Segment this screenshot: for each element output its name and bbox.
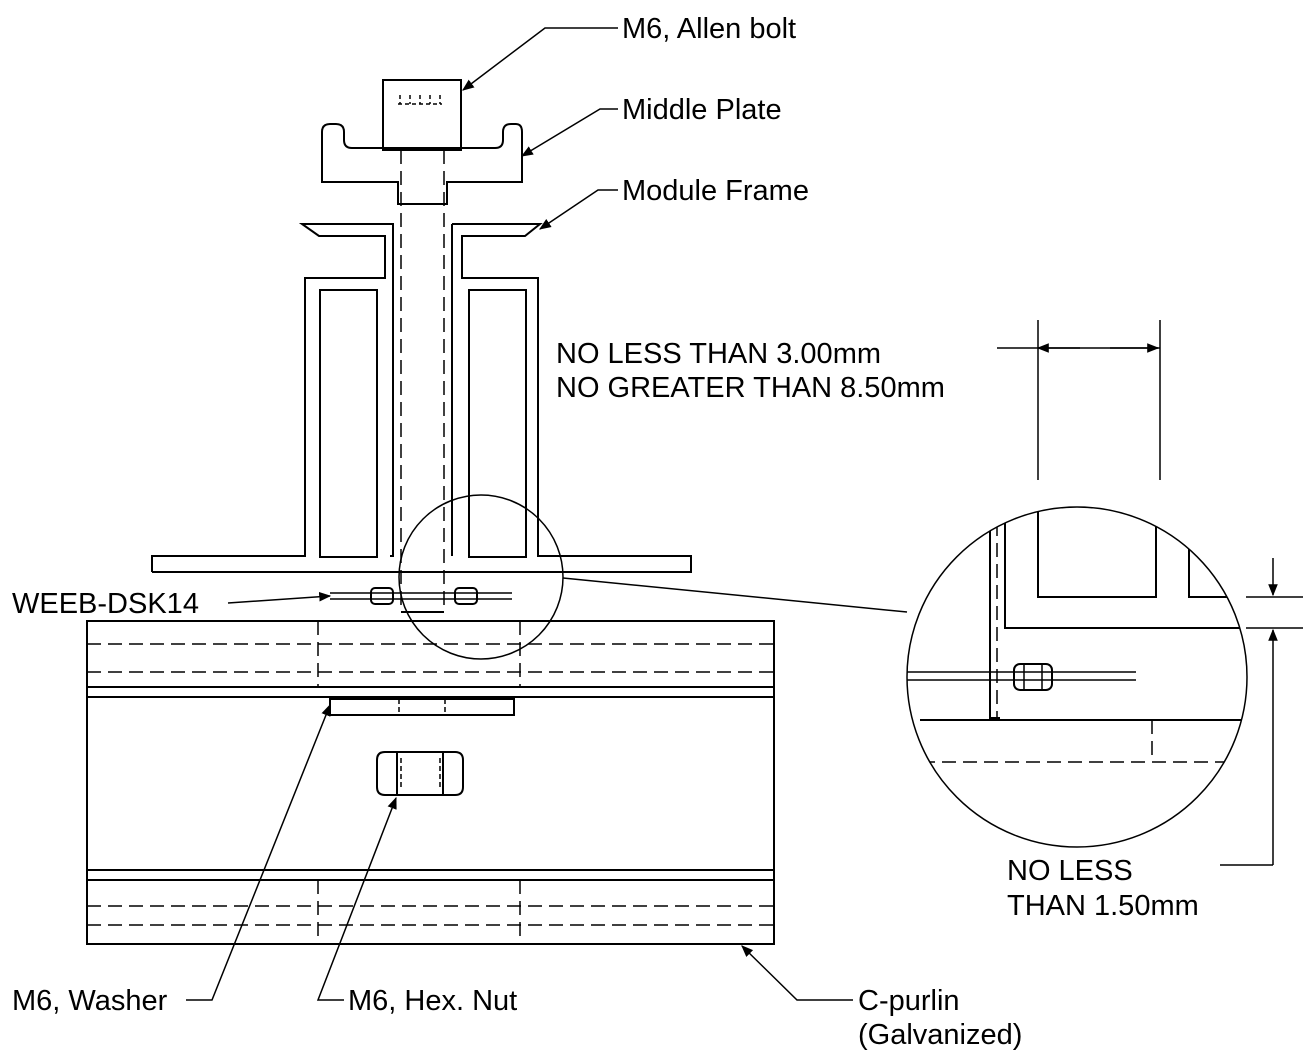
- label-allen-bolt: M6, Allen bolt: [622, 13, 796, 45]
- leader-washer: [186, 703, 331, 1001]
- detail-callout-circle: [398, 494, 564, 660]
- label-c-purlin: C-purlin: [858, 985, 960, 1017]
- label-weeb: WEEB-DSK14: [12, 588, 199, 620]
- module-frame-left: [151, 223, 394, 572]
- leader-hex-nut: [316, 796, 397, 1001]
- leader-allen-bolt: [462, 27, 618, 91]
- leader-module-frame: [539, 189, 618, 230]
- label-gap-min: NO LESS THAN 3.00mm: [556, 338, 881, 370]
- leader-c-purlin: [741, 945, 853, 1001]
- label-clearance-line2: THAN 1.50mm: [1007, 890, 1199, 922]
- m6-hex-nut: [376, 751, 464, 796]
- label-gap-max: NO GREATER THAN 8.50mm: [556, 372, 945, 404]
- gap-dimension: [997, 320, 1161, 480]
- label-c-purlin-galvanized: (Galvanized): [858, 1019, 1022, 1051]
- m6-washer: [329, 698, 515, 716]
- label-hex-nut: M6, Hex. Nut: [348, 985, 517, 1017]
- middle-plate: [321, 123, 523, 205]
- detail-leader-bottom: [461, 656, 962, 800]
- enlarged-detail: [906, 506, 1248, 848]
- clearance-dimension: [1220, 558, 1303, 866]
- weeb-dsk14: [330, 587, 512, 605]
- detail-leader-top: [562, 577, 908, 613]
- leader-weeb: [227, 591, 332, 604]
- allen-bolt: [382, 79, 462, 613]
- c-purlin: [86, 620, 775, 945]
- label-clearance-line1: NO LESS: [1007, 855, 1133, 887]
- label-middle-plate: Middle Plate: [622, 94, 782, 126]
- label-module-frame: Module Frame: [622, 175, 809, 207]
- leader-middle-plate: [520, 108, 618, 157]
- label-washer: M6, Washer: [12, 985, 168, 1017]
